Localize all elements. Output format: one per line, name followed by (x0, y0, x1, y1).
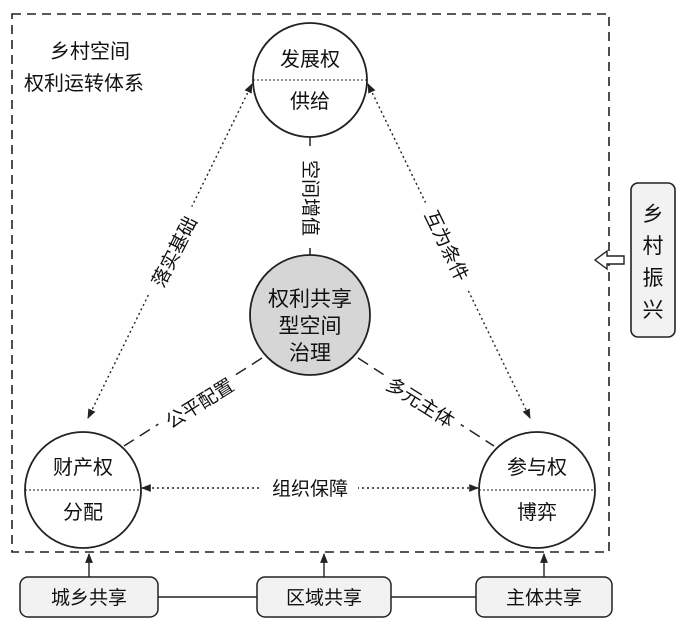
edge-label-left-right-group: 组织保障 (262, 476, 358, 500)
box-subject-sharing: 主体共享 (475, 576, 613, 618)
outcome-char-4: 兴 (643, 298, 664, 322)
box-label-2: 区域共享 (286, 587, 362, 609)
spoke-label-top: 空间增值 (299, 160, 321, 236)
system-boundary (11, 13, 610, 553)
system-title-line1: 乡村空间 (50, 39, 130, 63)
node-left-upper: 财产权 (53, 455, 113, 479)
center-line1: 权利共享 (268, 287, 352, 311)
outcome-box-rural-revitalization: 乡 村 振 兴 (630, 182, 676, 338)
outcome-char-3: 振 (643, 266, 664, 290)
node-left-lower: 分配 (63, 500, 103, 524)
edge-label-top-right-group: 互为条件 (413, 196, 481, 295)
spoke-label-left-group: 公平配置 (153, 367, 247, 441)
spoke-label-right-group: 多元主体 (373, 366, 467, 440)
box-regional-sharing: 区域共享 (256, 576, 392, 618)
outcome-char-1: 乡 (643, 202, 664, 226)
outcome-char-2: 村 (643, 234, 664, 258)
spoke-label-top-group: 空间增值 (296, 152, 324, 244)
box-label-1: 城乡共享 (51, 587, 127, 609)
box-urban-rural-sharing: 城乡共享 (19, 576, 159, 618)
system-title-line2: 权利运转体系 (24, 71, 144, 95)
node-top-upper: 发展权 (280, 47, 340, 71)
node-development-right: 发展权 供给 (252, 22, 368, 138)
center-line2: 型空间 (279, 314, 342, 338)
node-right-upper: 参与权 (507, 455, 567, 479)
spoke-label-right: 多元主体 (382, 374, 458, 433)
node-participation-right: 参与权 博弈 (478, 431, 596, 549)
outcome-arrow (593, 249, 625, 271)
node-top-lower: 供给 (290, 89, 330, 113)
center-node-shared-governance: 权利共享 型空间 治理 (249, 254, 371, 376)
spoke-label-left: 公平配置 (162, 375, 238, 434)
node-right-lower: 博弈 (517, 500, 557, 524)
node-property-right: 财产权 分配 (24, 431, 142, 549)
center-line3: 治理 (289, 341, 331, 365)
box-label-3: 主体共享 (506, 587, 582, 609)
edge-label-left-top-group: 落实基础 (139, 202, 209, 301)
edge-label-left-right: 组织保障 (272, 478, 348, 500)
